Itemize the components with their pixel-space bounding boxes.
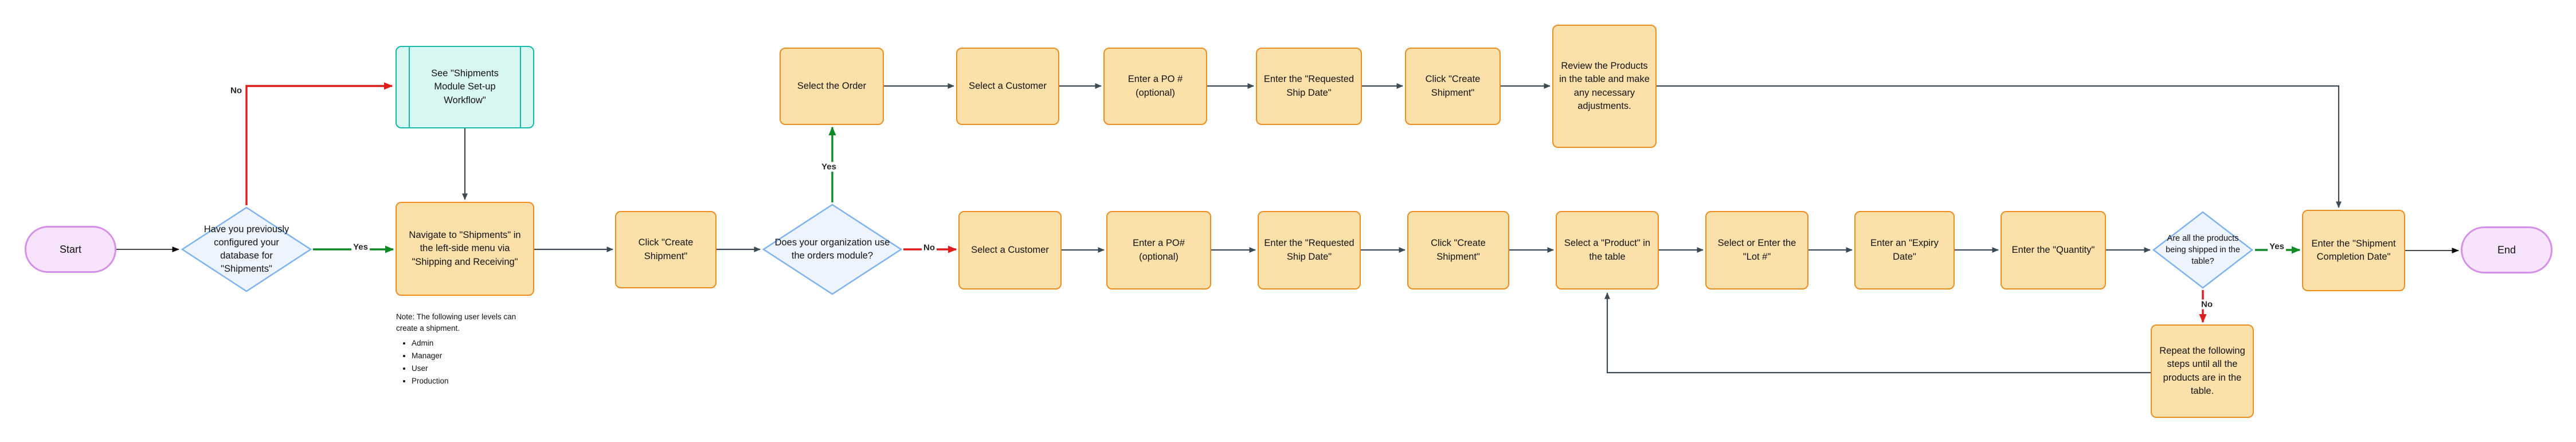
edge-label-yes: Yes (2268, 241, 2286, 252)
note-bullet: User (412, 363, 520, 374)
note-bullet: Admin (412, 338, 520, 349)
process-enter-quantity: Enter the "Quantity" (2000, 211, 2106, 290)
process-enter-completion-date: Enter the "Shipment Completion Date" (2302, 210, 2405, 291)
edge-label-no: No (229, 85, 244, 96)
arrow-config-no-to-setup-workflow (245, 82, 393, 205)
edge-label-yes: Yes (820, 162, 838, 172)
diamond-shape (2152, 211, 2253, 289)
process-click-create-shipment-2: Click "Create Shipment" (1407, 211, 1509, 290)
end-terminator: End (2461, 226, 2552, 273)
diamond-shape (762, 204, 902, 295)
decision-configured-database: Have you previously configured your data… (181, 206, 312, 292)
process-select-lot: Select or Enter the "Lot #" (1705, 211, 1808, 290)
process-repeat-steps: Repeat the following steps until all the… (2151, 324, 2254, 418)
note-bullet: Manager (412, 350, 520, 362)
process-navigate-shipments: Navigate to "Shipments" in the left-side… (396, 202, 534, 296)
process-review-products: Review the Products in the table and mak… (1552, 25, 1657, 148)
process-enter-expiry: Enter an "Expiry Date" (1854, 211, 1955, 290)
arrow-repeat-to-select-product (1604, 292, 2151, 374)
process-select-product: Select a "Product" in the table (1556, 211, 1659, 290)
start-terminator: Start (25, 226, 116, 273)
diamond-shape (181, 206, 312, 292)
predefined-see-setup-workflow: See "Shipments Module Set-up Workflow" (396, 46, 534, 128)
process-click-create-shipment-orders: Click "Create Shipment" (1405, 48, 1501, 125)
process-select-order: Select the Order (780, 48, 884, 125)
note-bullet: Production (412, 375, 520, 387)
note-user-levels: Note: The following user levels can crea… (396, 311, 520, 389)
process-select-customer: Select a Customer (958, 211, 1062, 290)
note-bullets: Admin Manager User Production (396, 338, 520, 388)
edge-label-no: No (2199, 299, 2214, 310)
arrow-review-to-completion-date (1657, 85, 2342, 208)
process-enter-ship-date-orders: Enter the "Requested Ship Date" (1256, 48, 1362, 125)
decision-all-products-shipped: Are all the products being shipped in th… (2152, 211, 2253, 289)
decision-label: Are all the products being shipped in th… (2166, 234, 2240, 266)
decision-label: Does your organization use the orders mo… (774, 237, 890, 261)
edge-label-no: No (922, 242, 937, 253)
decision-orders-module: Does your organization use the orders mo… (762, 204, 902, 295)
process-click-create-shipment-1: Click "Create Shipment" (615, 211, 717, 288)
decision-label: Have you previously configured your data… (203, 224, 289, 274)
note-text: Note: The following user levels can crea… (396, 312, 516, 333)
process-enter-ship-date: Enter the "Requested Ship Date" (1258, 211, 1361, 290)
process-enter-po-orders: Enter a PO # (optional) (1103, 48, 1207, 125)
edge-label-yes: Yes (351, 242, 370, 252)
process-enter-po: Enter a PO# (optional) (1106, 211, 1211, 290)
process-select-customer-orders: Select a Customer (956, 48, 1059, 125)
